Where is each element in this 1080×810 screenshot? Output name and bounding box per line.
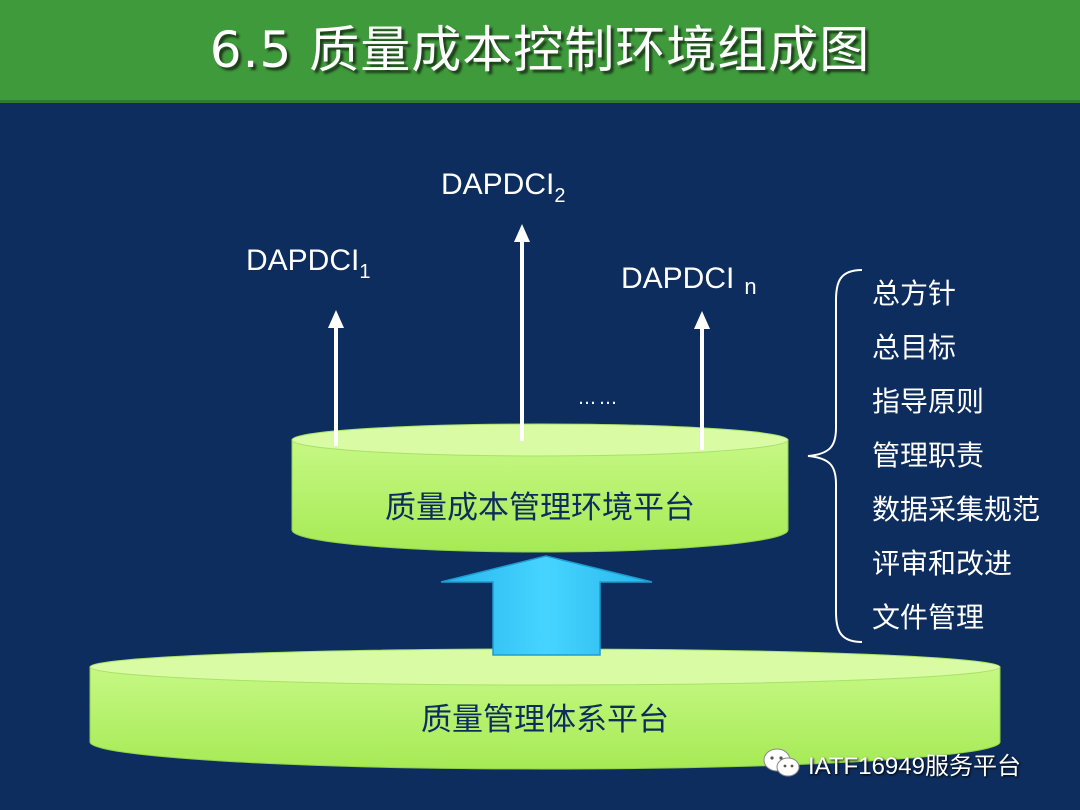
list-item: 总目标 [872,331,957,364]
ellipsis: …… [578,388,620,409]
output-arrow-n [694,311,710,450]
list-item: 评审和改进 [872,547,1013,580]
output-label-2: DAPDCI2 [441,168,566,207]
upper-platform-label: 质量成本管理环境平台 [385,490,695,526]
output-arrow-2 [514,224,530,441]
upper-platform [291,423,789,553]
list-item: 文件管理 [872,601,985,634]
lower-platform [89,648,1001,770]
list-item: 指导原则 [872,385,985,418]
watermark: IATF16949服务平台 [762,745,1021,781]
component-list: 总方针 总目标 指导原则 管理职责 数据采集规范 评审和改进 文件管理 [872,272,1040,650]
curly-brace [807,269,863,643]
big-up-arrow [440,555,653,656]
slide-title: 6.5 质量成本控制环境组成图 [209,21,871,79]
output-arrow-1 [328,310,344,446]
list-item: 数据采集规范 [872,493,1041,526]
output-label-1: DAPDCI1 [246,244,371,283]
lower-platform-label: 质量管理体系平台 [421,702,669,738]
title-bar [0,0,1080,103]
list-item: 管理职责 [872,439,985,472]
list-item: 总方针 [872,277,957,310]
watermark-text: IATF16949服务平台 [808,752,1021,780]
wechat-icon [763,748,800,777]
